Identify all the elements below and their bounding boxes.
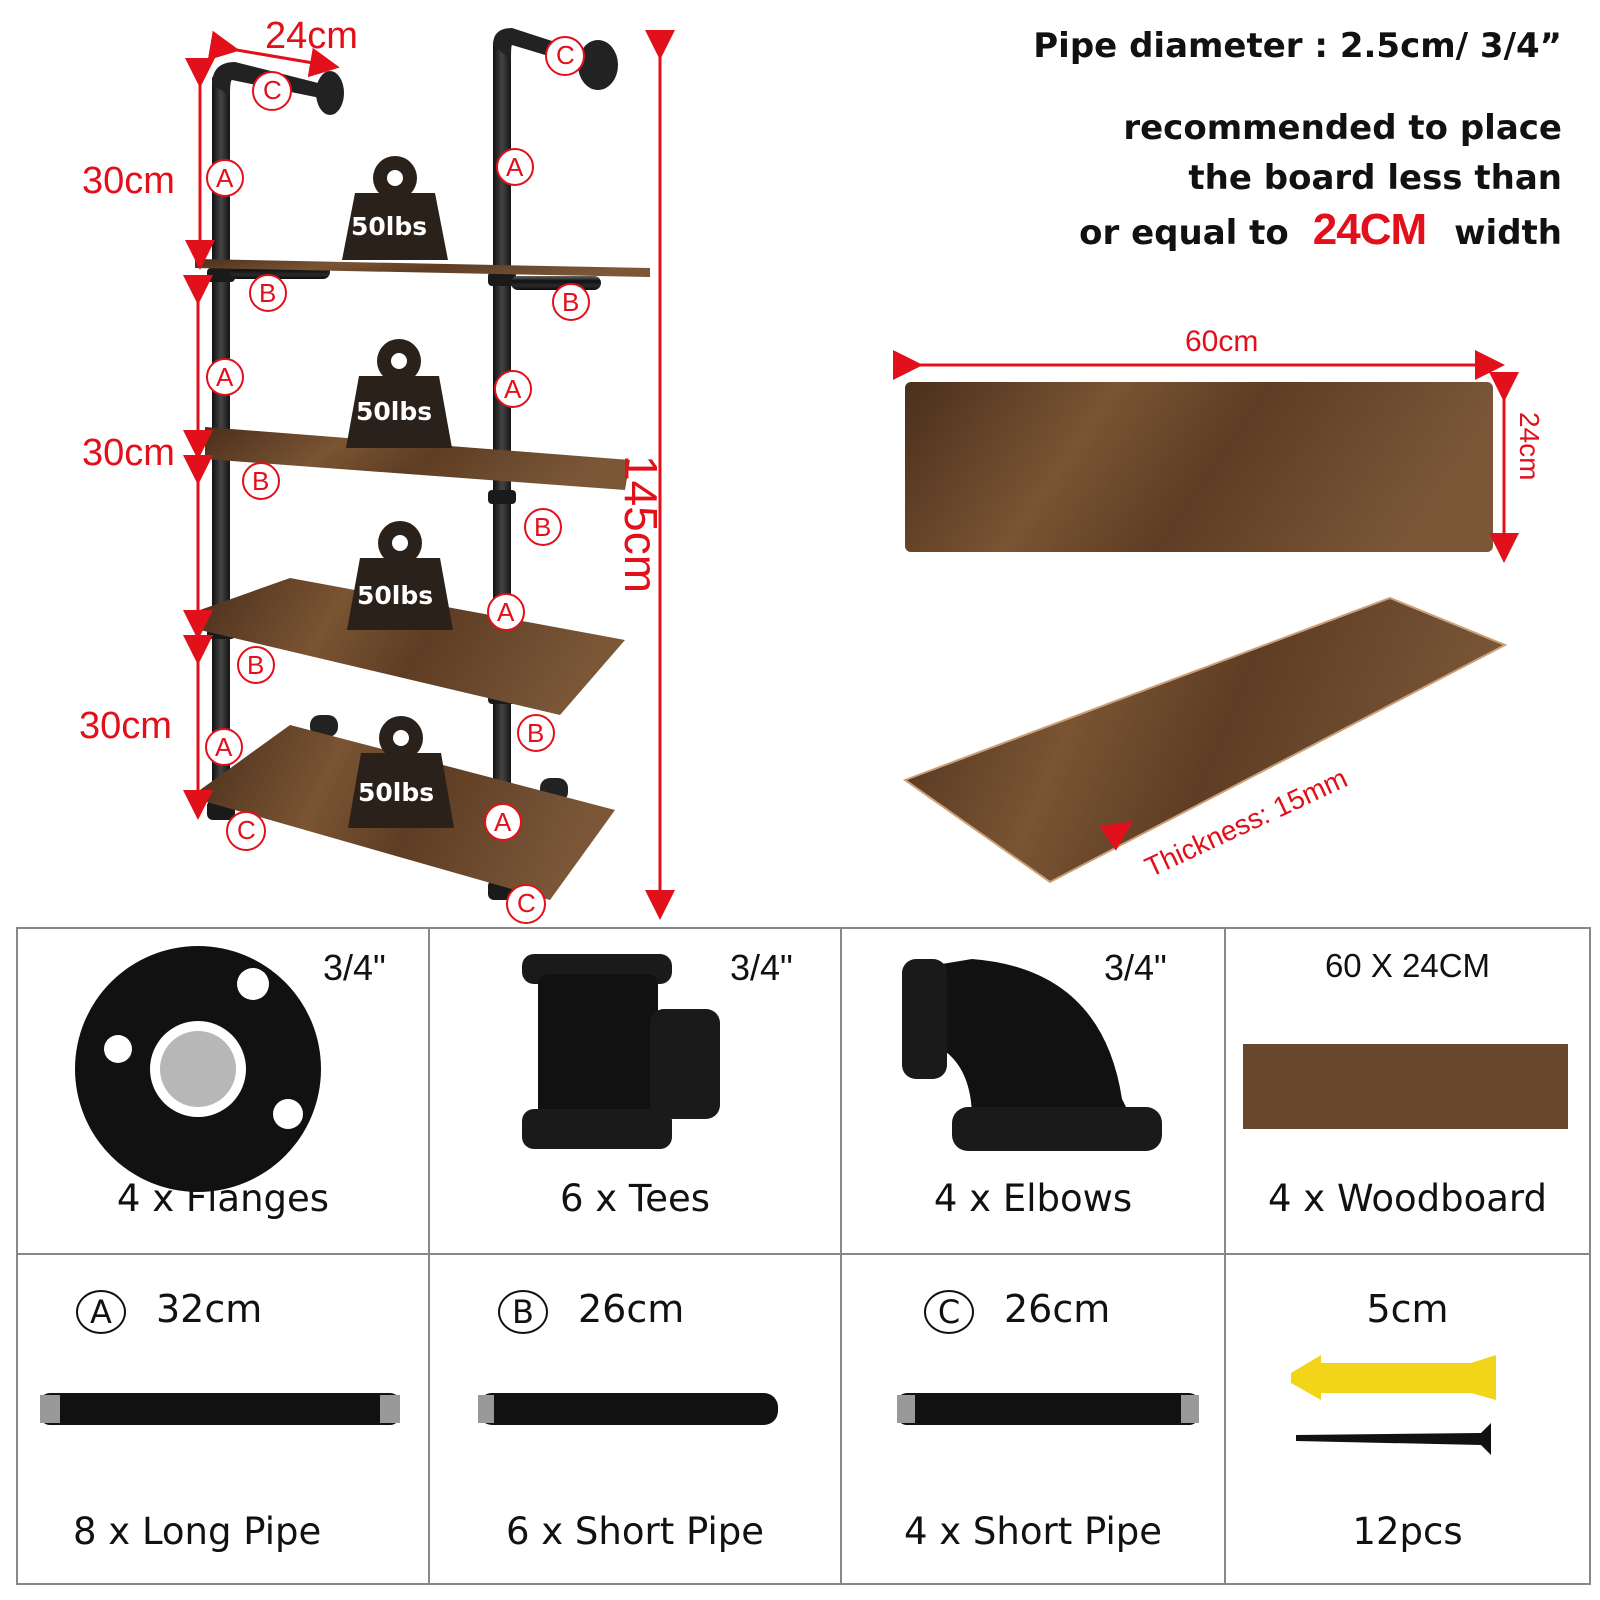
marker-b: B	[534, 512, 552, 542]
board-width-label: 24cm	[1514, 412, 1545, 481]
height-label: 145cm	[615, 455, 667, 594]
elbow-caption: 4 x Elbows	[933, 1177, 1133, 1220]
marker-a: A	[215, 732, 233, 762]
tee-size: 3/4"	[730, 947, 793, 988]
recommend-line2: the board less than	[1188, 158, 1562, 198]
part-cell-flanges: 3/4" 4 x Flanges	[18, 929, 430, 1255]
pipe-c-length-row: C 26cm	[924, 1287, 1110, 1334]
weight-label: 50lbs	[351, 212, 428, 241]
weight-label: 50lbs	[357, 581, 434, 610]
pipe-a-length-row: A 32cm	[76, 1287, 262, 1334]
pipe-b-length: 26cm	[578, 1287, 685, 1331]
weight-icons	[342, 156, 454, 828]
marker-b: B	[259, 278, 277, 308]
shelf-board-1	[195, 259, 650, 277]
marker-a: A	[497, 597, 515, 627]
woodboard-size: 60 X 24CM	[1324, 947, 1491, 984]
marker-a: A	[216, 163, 234, 193]
pipe-c-length: 26cm	[1004, 1287, 1111, 1331]
flange-caption: 4 x Flanges	[116, 1177, 330, 1220]
depth-label: 24cm	[265, 15, 358, 57]
top-left-flange	[316, 71, 344, 115]
pipe-diameter: Pipe diameter : 2.5cm/ 3/4”	[1033, 26, 1562, 66]
part-cell-elbows: 3/4" 4 x Elbows	[842, 929, 1226, 1255]
marker-c: C	[263, 75, 282, 105]
spacing-label: 30cm	[82, 432, 175, 474]
screws-image	[1291, 1355, 1496, 1455]
board-top-view	[905, 382, 1493, 552]
tee-caption: 6 x Tees	[559, 1177, 711, 1220]
flange-size: 3/4"	[323, 947, 386, 988]
shelf-part-markers: C C A A B B A A B B A B B A A C C	[0, 0, 700, 930]
marker-c: C	[237, 815, 256, 845]
tee-image	[522, 954, 720, 1149]
part-cell-woodboard: 60 X 24CM 4 x Woodboard	[1226, 929, 1589, 1255]
pipe-c-caption: 4 x Short Pipe	[903, 1510, 1163, 1553]
marker-b: B	[562, 287, 580, 317]
wall-anchor	[1291, 1355, 1496, 1400]
parts-table: 3/4" 4 x Flanges 3/4" 6 x Tees 3/4" 4 x …	[16, 927, 1591, 1585]
recommend-line3: or equal to 24CM width	[1079, 205, 1562, 255]
part-cell-pipe-a: A 32cm 8 x Long Pipe	[18, 1255, 430, 1583]
screws-caption: 12pcs	[1352, 1510, 1463, 1553]
recommend-line3-post: width	[1454, 213, 1562, 253]
pipe-b-letter: B	[498, 1289, 548, 1334]
board-length-label: 60cm	[1185, 325, 1259, 358]
recommend-highlight: 24CM	[1312, 205, 1427, 254]
woodboard-caption: 4 x Woodboard	[1268, 1177, 1547, 1220]
board-angled-view	[902, 596, 1508, 884]
screws-length: 5cm	[1366, 1287, 1449, 1331]
pipe-c-image	[897, 1393, 1199, 1425]
shelf-board-2	[205, 427, 630, 490]
pipe-a-letter: A	[76, 1289, 126, 1334]
pipe-b-length-row: B 26cm	[498, 1287, 684, 1334]
weight-label: 50lbs	[356, 397, 433, 426]
pipe-a-caption: 8 x Long Pipe	[73, 1510, 322, 1553]
part-cell-tees: 3/4" 6 x Tees	[430, 929, 842, 1255]
pipe-c-letter: C	[924, 1289, 974, 1334]
recommend-line3-pre: or equal to	[1079, 213, 1289, 253]
marker-b: B	[527, 718, 545, 748]
flange-image	[75, 946, 321, 1192]
woodboard-image	[1243, 1044, 1568, 1129]
weight-label: 50lbs	[358, 778, 435, 807]
marker-a: A	[494, 807, 512, 837]
marker-c: C	[517, 888, 536, 918]
pipe-b-image	[478, 1393, 778, 1425]
elbow-size: 3/4"	[1104, 947, 1167, 988]
spacing-label: 30cm	[79, 705, 172, 747]
marker-c: C	[556, 40, 575, 70]
part-cell-screws: 5cm 12pcs	[1226, 1255, 1589, 1583]
marker-b: B	[252, 466, 270, 496]
pipe-a-image	[40, 1393, 400, 1425]
marker-a: A	[216, 362, 234, 392]
elbow-image	[902, 959, 1162, 1151]
marker-a: A	[506, 152, 524, 182]
part-cell-pipe-c: C 26cm 4 x Short Pipe	[842, 1255, 1226, 1583]
marker-b: B	[247, 650, 265, 680]
pipe-a-length: 32cm	[156, 1287, 263, 1331]
shelf-board-3	[200, 578, 625, 715]
top-right-flange	[578, 40, 618, 90]
spacing-label: 30cm	[82, 160, 175, 202]
recommend-line1: recommended to place	[1123, 108, 1562, 148]
part-cell-pipe-b: B 26cm 6 x Short Pipe	[430, 1255, 842, 1583]
screw	[1296, 1423, 1491, 1455]
marker-a: A	[504, 374, 522, 404]
weight-labels: 50lbs 50lbs 50lbs 50lbs	[0, 0, 700, 930]
pipe-b-caption: 6 x Short Pipe	[505, 1510, 765, 1553]
